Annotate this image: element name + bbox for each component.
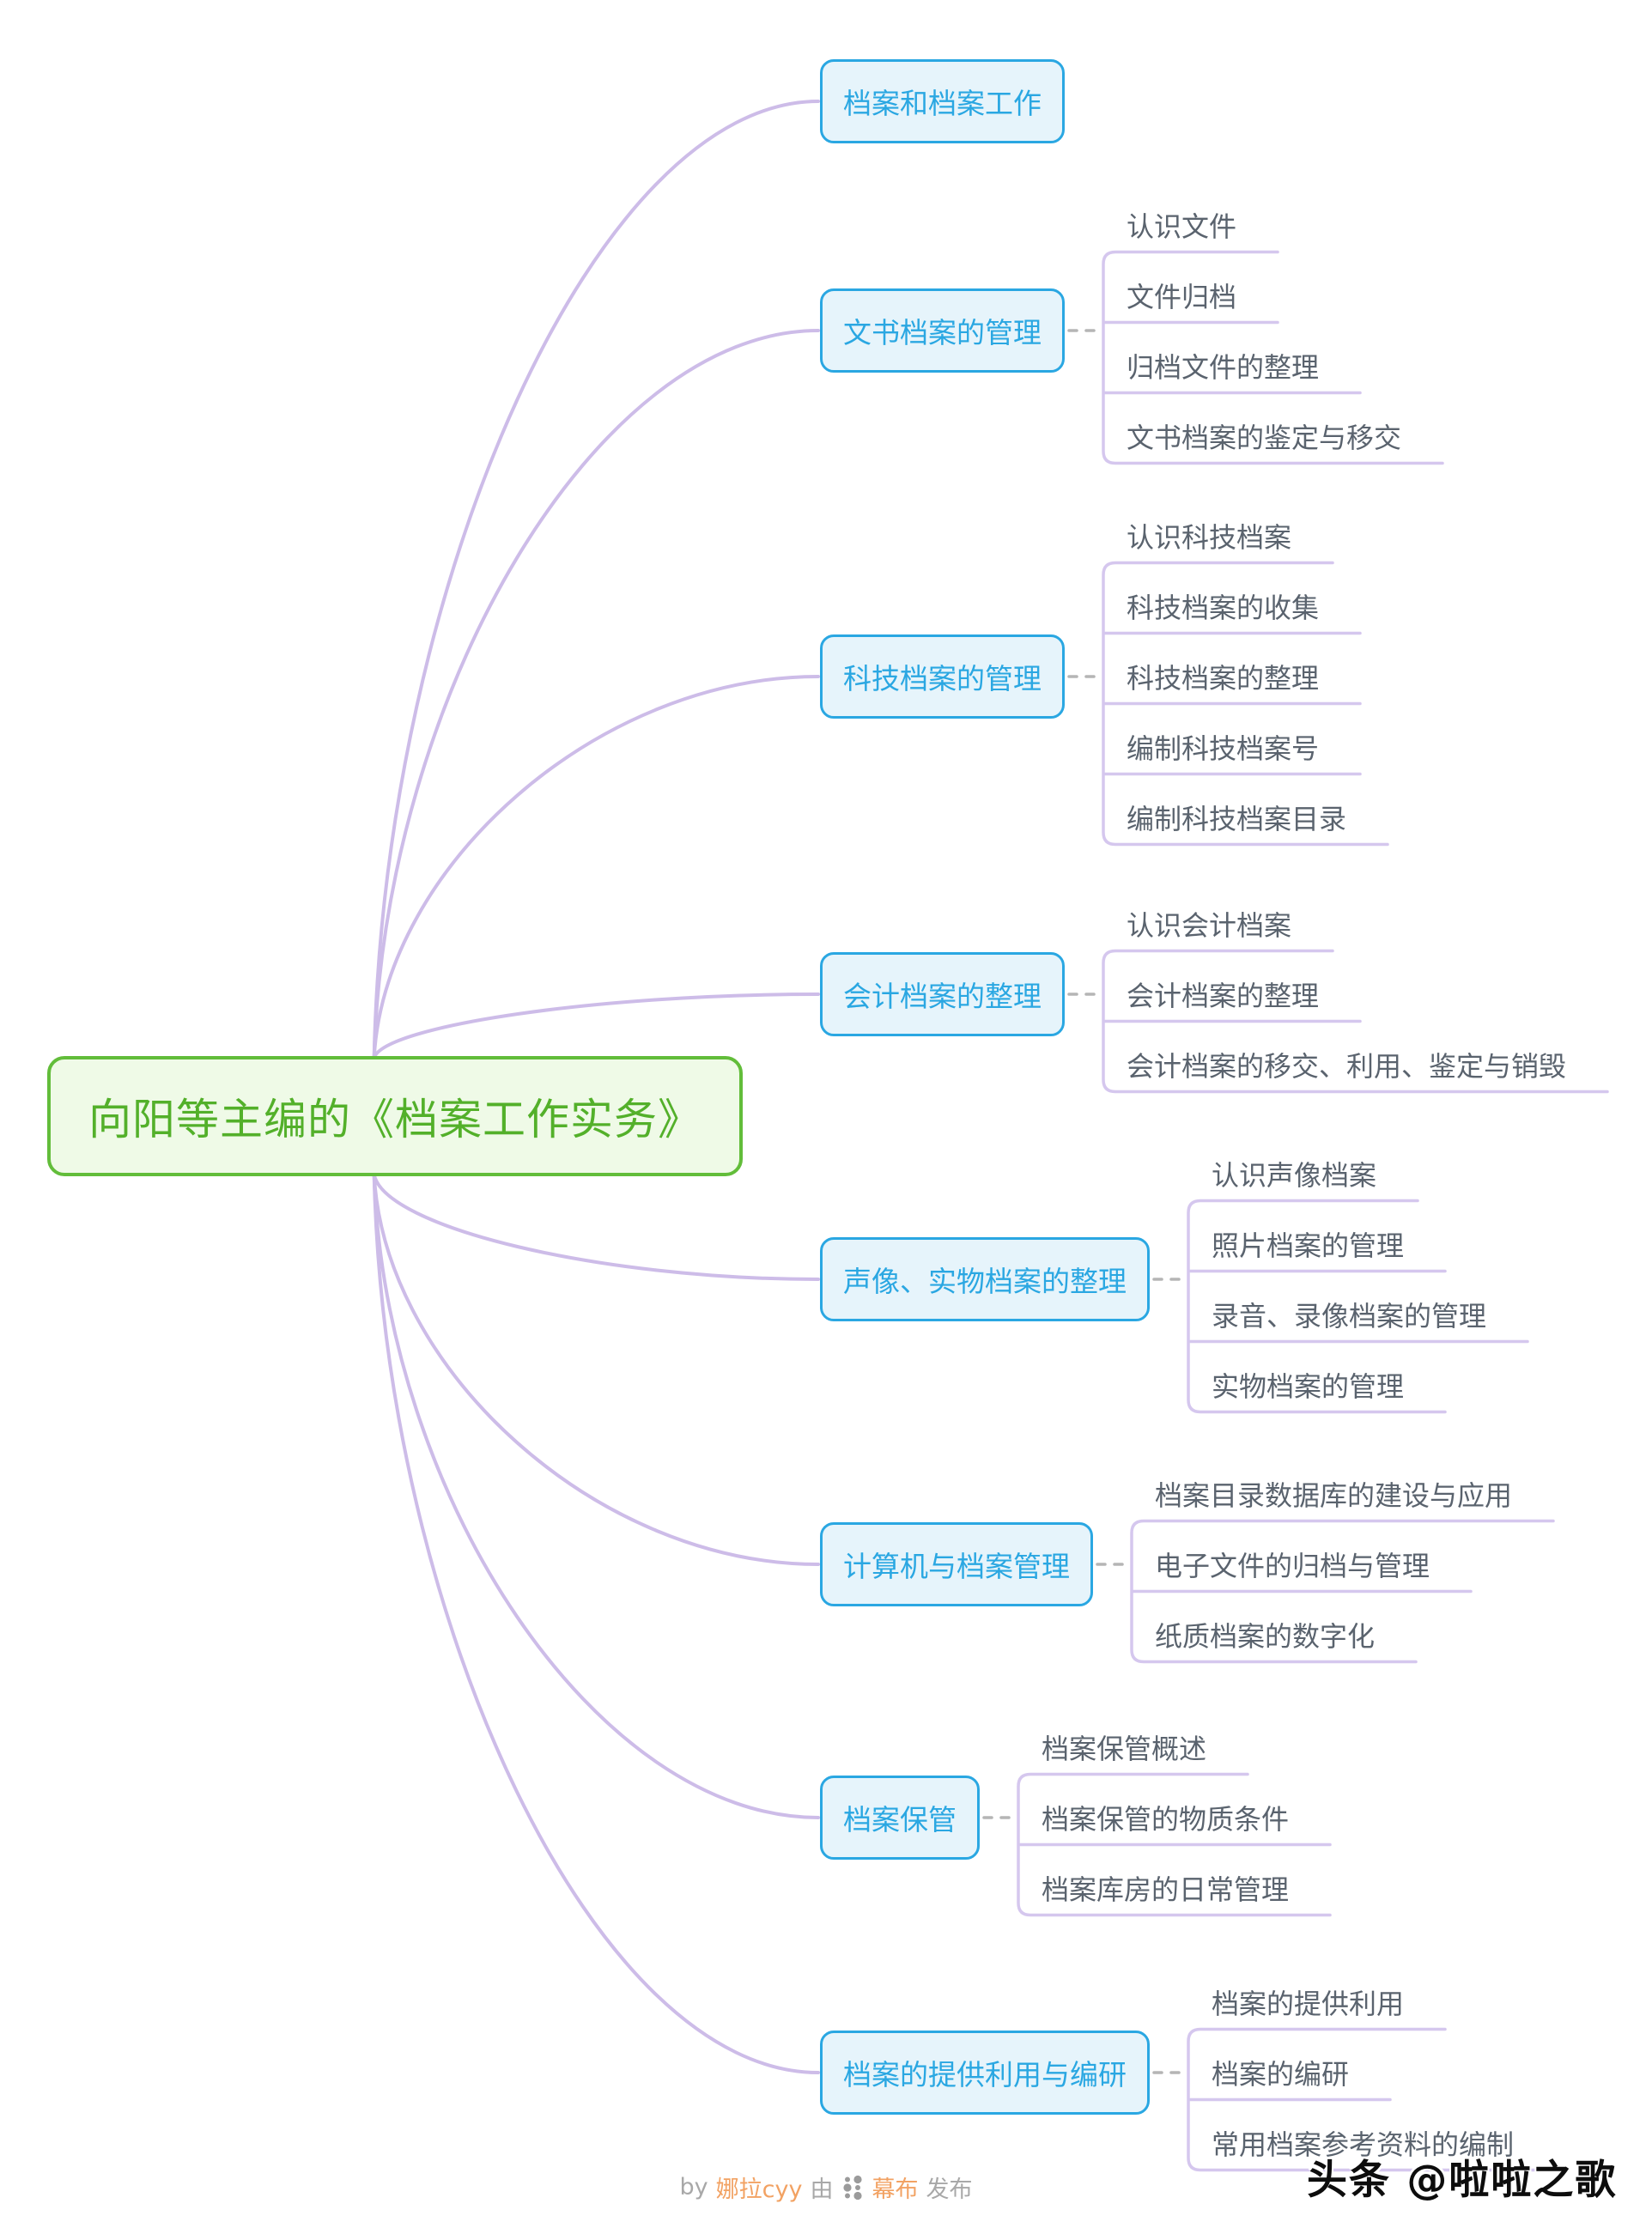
branch-node[interactable]: 声像、实物档案的整理 bbox=[820, 1237, 1150, 1321]
footer-publish-label: 发布 bbox=[926, 2176, 973, 2203]
child-node[interactable]: 会计档案的整理 bbox=[1125, 952, 1360, 1023]
child-node-label: 认识科技档案 bbox=[1127, 521, 1292, 554]
child-node[interactable]: 科技档案的整理 bbox=[1125, 634, 1360, 705]
child-node-label: 照片档案的管理 bbox=[1212, 1229, 1405, 1262]
branch-node-label: 档案和档案工作 bbox=[843, 87, 1042, 120]
child-node-label: 常用档案参考资料的编制 bbox=[1212, 2128, 1515, 2161]
child-node-label: 档案的提供利用 bbox=[1212, 1988, 1405, 2020]
children-group: 认识声像档案 照片档案的管理 录音、录像档案的管理 实物档案的管理 bbox=[1210, 1132, 1527, 1413]
branch-group-2: 科技档案的管理 认识科技档案 科技档案的收集 科技档案的整理 编制科技档案号 编… bbox=[820, 501, 1388, 853]
branch-node-label: 档案保管 bbox=[843, 1803, 957, 1836]
children-group: 档案保管概述 档案保管的物质条件 档案库房的日常管理 bbox=[1040, 1705, 1330, 1916]
child-node[interactable]: 认识会计档案 bbox=[1125, 882, 1333, 952]
child-node[interactable]: 文书档案的鉴定与移交 bbox=[1125, 394, 1442, 464]
child-node[interactable]: 录音、录像档案的管理 bbox=[1210, 1272, 1527, 1343]
child-node[interactable]: 编制科技档案号 bbox=[1125, 705, 1360, 775]
branch-node[interactable]: 科技档案的管理 bbox=[820, 634, 1065, 719]
child-node-label: 认识文件 bbox=[1127, 210, 1237, 243]
child-node[interactable]: 科技档案的收集 bbox=[1125, 564, 1360, 634]
child-node[interactable]: 照片档案的管理 bbox=[1210, 1202, 1445, 1272]
child-node[interactable]: 档案库房的日常管理 bbox=[1040, 1846, 1330, 1916]
branch-node[interactable]: 会计档案的整理 bbox=[820, 952, 1065, 1036]
child-node-label: 录音、录像档案的管理 bbox=[1212, 1300, 1487, 1333]
footer-by-label: by bbox=[679, 2174, 708, 2201]
child-node[interactable]: 认识文件 bbox=[1125, 183, 1278, 253]
child-node[interactable]: 认识声像档案 bbox=[1210, 1132, 1418, 1202]
child-node[interactable]: 档案保管概述 bbox=[1040, 1705, 1248, 1776]
child-node[interactable]: 电子文件的归档与管理 bbox=[1153, 1522, 1471, 1593]
child-node[interactable]: 常用档案参考资料的编制 bbox=[1210, 2101, 1555, 2171]
footer-via-label: 由 bbox=[810, 2176, 834, 2203]
branch-group-4: 声像、实物档案的整理 认识声像档案 照片档案的管理 录音、录像档案的管理 实物档… bbox=[820, 1138, 1527, 1420]
branch-node-label: 会计档案的整理 bbox=[843, 980, 1042, 1013]
branch-node-label: 计算机与档案管理 bbox=[843, 1550, 1070, 1583]
child-node-label: 会计档案的整理 bbox=[1127, 980, 1320, 1012]
child-node-label: 科技档案的整理 bbox=[1127, 662, 1320, 695]
child-node[interactable]: 纸质档案的数字化 bbox=[1153, 1593, 1416, 1663]
child-node[interactable]: 档案目录数据库的建设与应用 bbox=[1153, 1452, 1553, 1522]
child-node[interactable]: 归档文件的整理 bbox=[1125, 324, 1360, 394]
footer-author-link[interactable]: 娜拉cyy bbox=[715, 2176, 803, 2203]
root-node-label: 向阳等主编的《档案工作实务》 bbox=[88, 1095, 701, 1144]
child-node-label: 编制科技档案号 bbox=[1127, 732, 1320, 765]
footer: by 娜拉cyy 由 幕布 发布 bbox=[0, 2170, 1652, 2204]
mubu-logo-icon bbox=[843, 2175, 863, 2200]
children-group: 档案目录数据库的建设与应用 电子文件的归档与管理 纸质档案的数字化 bbox=[1153, 1452, 1553, 1663]
child-node[interactable]: 实物档案的管理 bbox=[1210, 1343, 1445, 1413]
child-node-label: 电子文件的归档与管理 bbox=[1155, 1550, 1430, 1582]
branch-node-label: 档案的提供利用与编研 bbox=[843, 2058, 1127, 2091]
child-node[interactable]: 会计档案的移交、利用、鉴定与销毁 bbox=[1125, 1023, 1607, 1093]
child-node[interactable]: 文件归档 bbox=[1125, 253, 1278, 324]
footer-platform-link[interactable]: 幕布 bbox=[872, 2176, 919, 2203]
branch-group-3: 会计档案的整理 认识会计档案 会计档案的整理 会计档案的移交、利用、鉴定与销毁 bbox=[820, 889, 1607, 1100]
branch-node[interactable]: 档案保管 bbox=[820, 1776, 980, 1860]
children-group: 认识文件 文件归档 归档文件的整理 文书档案的鉴定与移交 bbox=[1125, 183, 1442, 464]
child-node-label: 归档文件的整理 bbox=[1127, 351, 1320, 384]
child-node[interactable]: 档案保管的物质条件 bbox=[1040, 1776, 1330, 1846]
branch-node-label: 科技档案的管理 bbox=[843, 662, 1042, 695]
child-node[interactable]: 认识科技档案 bbox=[1125, 494, 1333, 564]
child-node-label: 档案目录数据库的建设与应用 bbox=[1155, 1479, 1513, 1512]
branch-node-label: 文书档案的管理 bbox=[843, 316, 1042, 349]
branch-group-1: 文书档案的管理 认识文件 文件归档 归档文件的整理 文书档案的鉴定与移交 bbox=[820, 190, 1442, 471]
branch-node[interactable]: 文书档案的管理 bbox=[820, 288, 1065, 373]
child-node-label: 认识声像档案 bbox=[1212, 1159, 1377, 1192]
child-node[interactable]: 档案的提供利用 bbox=[1210, 1960, 1445, 2031]
child-node-label: 文书档案的鉴定与移交 bbox=[1127, 422, 1402, 454]
children-group: 认识科技档案 科技档案的收集 科技档案的整理 编制科技档案号 编制科技档案目录 bbox=[1125, 494, 1388, 846]
watermark: 头条 @啦啦之歌 bbox=[1307, 2157, 1618, 2204]
child-node-label: 认识会计档案 bbox=[1127, 909, 1292, 942]
child-node-label: 实物档案的管理 bbox=[1212, 1370, 1405, 1403]
branch-group-6: 档案保管 档案保管概述 档案保管的物质条件 档案库房的日常管理 bbox=[820, 1712, 1330, 1923]
child-node-label: 档案的编研 bbox=[1212, 2058, 1350, 2091]
child-node-label: 纸质档案的数字化 bbox=[1155, 1620, 1376, 1653]
child-node-label: 档案保管的物质条件 bbox=[1042, 1803, 1290, 1836]
child-node[interactable]: 档案的编研 bbox=[1210, 2031, 1390, 2101]
branch-group-7: 档案的提供利用与编研 档案的提供利用 档案的编研 常用档案参考资料的编制 bbox=[820, 1967, 1555, 2178]
branch-node[interactable]: 档案和档案工作 bbox=[820, 59, 1065, 143]
child-node-label: 会计档案的移交、利用、鉴定与销毁 bbox=[1127, 1050, 1567, 1083]
branch-group-5: 计算机与档案管理 档案目录数据库的建设与应用 电子文件的归档与管理 纸质档案的数… bbox=[820, 1459, 1553, 1670]
child-node-label: 档案保管概述 bbox=[1042, 1733, 1207, 1765]
child-node-label: 档案库房的日常管理 bbox=[1042, 1873, 1290, 1906]
branch-group-0: 档案和档案工作 bbox=[820, 59, 1065, 143]
branch-node[interactable]: 计算机与档案管理 bbox=[820, 1522, 1093, 1606]
children-group: 档案的提供利用 档案的编研 常用档案参考资料的编制 bbox=[1210, 1960, 1555, 2171]
branch-node[interactable]: 档案的提供利用与编研 bbox=[820, 2031, 1150, 2115]
child-node-label: 科技档案的收集 bbox=[1127, 592, 1320, 624]
child-node-label: 文件归档 bbox=[1127, 281, 1237, 313]
branch-node-label: 声像、实物档案的整理 bbox=[843, 1265, 1127, 1298]
child-node[interactable]: 编制科技档案目录 bbox=[1125, 775, 1388, 846]
children-group: 认识会计档案 会计档案的整理 会计档案的移交、利用、鉴定与销毁 bbox=[1125, 882, 1607, 1093]
child-node-label: 编制科技档案目录 bbox=[1127, 803, 1347, 835]
root-node[interactable]: 向阳等主编的《档案工作实务》 bbox=[47, 1056, 743, 1176]
